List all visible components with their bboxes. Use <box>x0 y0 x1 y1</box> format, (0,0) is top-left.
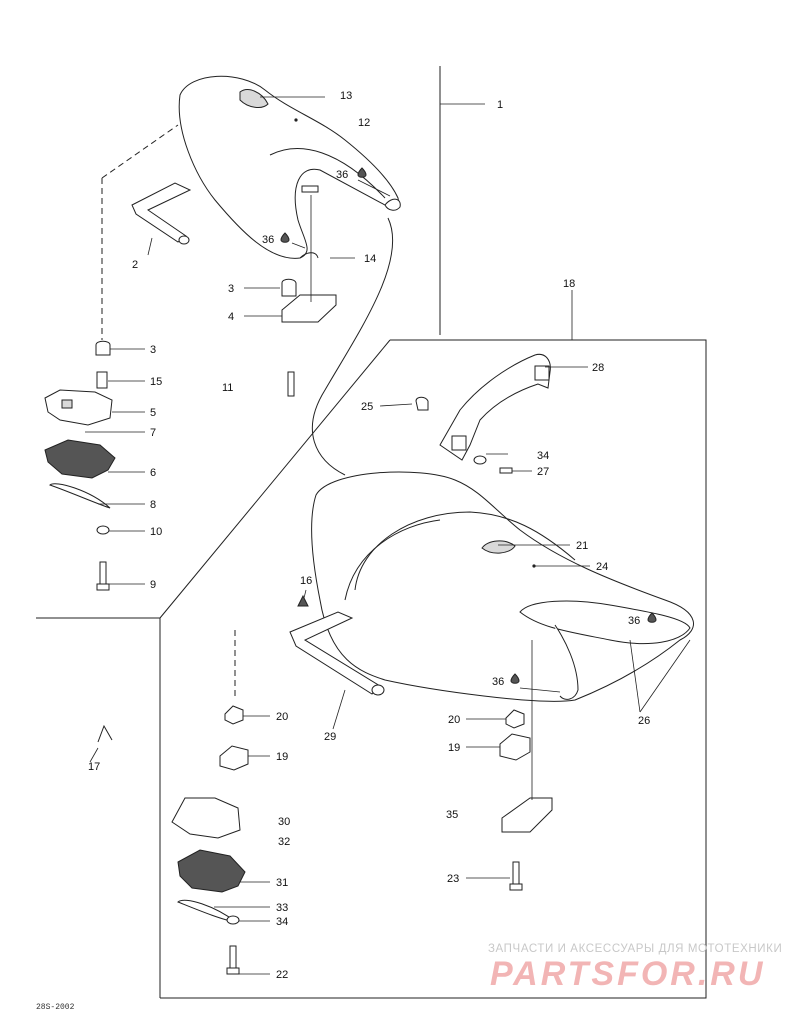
callout-36-top: 36 <box>336 169 348 181</box>
callout-34-left: 34 <box>276 916 288 928</box>
callout-31: 31 <box>276 877 288 889</box>
symbol-17 <box>97 724 113 743</box>
callout-22: 22 <box>276 969 288 981</box>
callout-13: 13 <box>340 90 352 102</box>
watermark-logo: PARTSFOR.RU <box>490 955 766 993</box>
callout-34-right: 34 <box>537 450 549 462</box>
callout-21: 21 <box>576 540 588 552</box>
callout-23: 23 <box>447 873 459 885</box>
callout-1: 1 <box>497 99 503 111</box>
callout-29: 29 <box>324 731 336 743</box>
callout-2: 2 <box>132 259 138 271</box>
grab-strap-2 <box>131 182 192 245</box>
callout-32: 32 <box>278 836 290 848</box>
callout-19-right: 19 <box>448 742 460 754</box>
callout-5: 5 <box>150 407 156 419</box>
callout-25: 25 <box>361 401 373 413</box>
callout-19-left: 19 <box>276 751 288 763</box>
leader-lines <box>85 96 691 975</box>
callout-35: 35 <box>446 809 458 821</box>
callout-labels: 1 2 3 3 4 5 6 7 8 9 10 11 12 13 14 15 16… <box>88 90 650 981</box>
figure-reference: 28S-2002 <box>36 1003 75 1012</box>
passenger-seat-12 <box>178 75 401 259</box>
fastener-16 <box>297 594 309 607</box>
callout-36-lower: 36 <box>492 676 504 688</box>
passenger-backrest-28 <box>415 353 551 461</box>
callout-10: 10 <box>150 526 162 538</box>
rider-seat-hardware-right <box>473 455 553 891</box>
callout-24: 24 <box>596 561 608 573</box>
callout-16: 16 <box>300 575 312 587</box>
callout-20-left: 20 <box>276 711 288 723</box>
latch-hardware-lower <box>171 630 249 975</box>
assembly-frame-18 <box>160 290 707 999</box>
callout-11: 11 <box>222 382 233 394</box>
callout-28: 28 <box>592 362 604 374</box>
assembly-frame-1 <box>36 66 485 998</box>
passenger-seat-hardware <box>281 195 394 476</box>
rider-seat-24 <box>311 471 694 702</box>
callout-4: 4 <box>228 311 234 323</box>
callout-27: 27 <box>537 466 549 478</box>
callout-26: 26 <box>638 715 650 727</box>
callout-18: 18 <box>563 278 575 290</box>
callout-3-lower: 3 <box>150 344 156 356</box>
callout-36-right: 36 <box>628 615 640 627</box>
callout-20-right: 20 <box>448 714 460 726</box>
callout-7: 7 <box>150 427 156 439</box>
grab-strap-29 <box>289 611 385 696</box>
callout-33: 33 <box>276 902 288 914</box>
callout-6: 6 <box>150 467 156 479</box>
callout-15: 15 <box>150 376 162 388</box>
callout-36-mid: 36 <box>262 234 274 246</box>
callout-9: 9 <box>150 579 156 591</box>
grease-markers <box>280 167 657 684</box>
callout-14: 14 <box>364 253 376 265</box>
callout-30: 30 <box>278 816 290 828</box>
latch-hardware-left <box>44 124 179 591</box>
callout-12: 12 <box>358 117 370 129</box>
callout-3-upper: 3 <box>228 283 234 295</box>
callout-8: 8 <box>150 499 156 511</box>
callout-17: 17 <box>88 761 100 773</box>
watermark-tagline: ЗАПЧАСТИ И АКСЕССУАРЫ ДЛЯ МОТОТЕХНИКИ <box>488 943 783 955</box>
